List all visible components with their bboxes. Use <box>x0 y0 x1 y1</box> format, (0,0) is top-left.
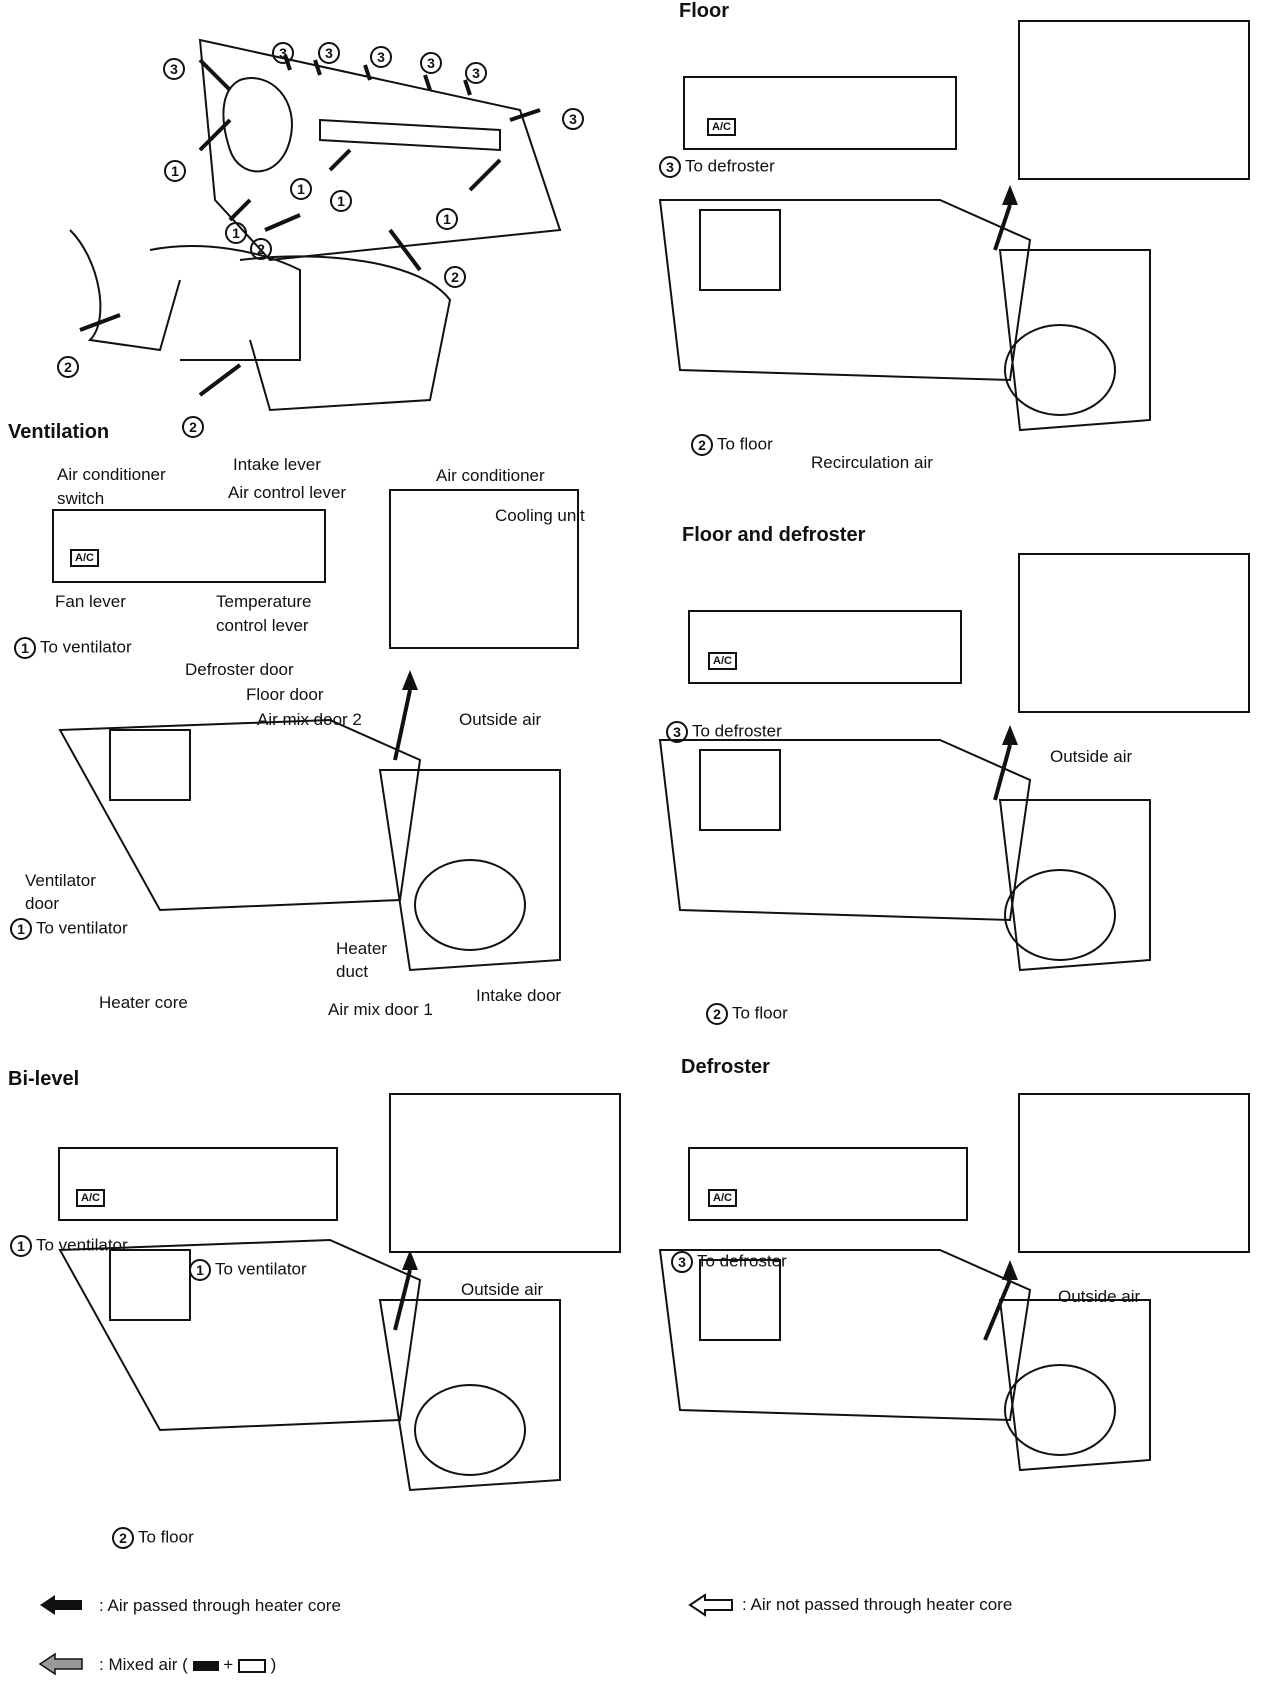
control-panel-floor: A/C <box>683 76 957 150</box>
legend-not-passed: : Air not passed through heater core <box>742 1595 1013 1614</box>
overview-label-3: 3 <box>272 42 298 64</box>
control-panel-floor-defroster: A/C <box>688 610 962 684</box>
overview-label-1: 1 <box>225 222 251 244</box>
legend-mixed: : Mixed air ( + ) <box>99 1655 277 1674</box>
label-outside-air: Outside air <box>1050 747 1133 766</box>
cooling-unit-box-floor-defroster <box>1018 553 1250 713</box>
overview-label-1: 1 <box>436 208 462 230</box>
cooling-unit-box-defroster <box>1018 1093 1250 1253</box>
cooling-unit-box-bi-level <box>389 1093 621 1253</box>
label-heater-core: Heater core <box>99 993 188 1012</box>
label-air-conditioner: Air conditioner <box>436 466 545 485</box>
overview-label-3: 3 <box>370 46 396 68</box>
label-air-mix-door-2: Air mix door 2 <box>257 710 362 729</box>
label-temp-lever-1: Temperature <box>216 592 312 611</box>
heading-defroster: Defroster <box>681 1056 770 1078</box>
overview-label-2: 2 <box>57 356 83 378</box>
label-intake-door: Intake door <box>476 986 562 1005</box>
label-intake-lever: Intake lever <box>233 455 321 474</box>
control-panel-ventilation: A/C <box>52 509 326 583</box>
overview-label-3: 3 <box>420 52 446 74</box>
label-cooling-unit: Cooling unit <box>495 506 585 525</box>
label-defroster-door: Defroster door <box>185 660 294 679</box>
heading-ventilation: Ventilation <box>8 421 110 443</box>
overview-label-1: 1 <box>164 160 190 182</box>
label-fan-lever: Fan lever <box>55 592 126 611</box>
ac-switch[interactable]: A/C <box>708 652 737 670</box>
ac-switch[interactable]: A/C <box>70 549 99 567</box>
overview-label-1: 1 <box>330 190 356 212</box>
label-heater-duct-2: duct <box>336 962 369 981</box>
overview-label-3: 3 <box>562 108 588 130</box>
overview-label-2: 2 <box>250 238 276 260</box>
cooling-unit-box-floor <box>1018 20 1250 180</box>
label-ventilator-door-2: door <box>25 894 60 913</box>
overview-label-3: 3 <box>465 62 491 84</box>
heading-floor: Floor <box>679 0 729 22</box>
label-temp-lever-2: control lever <box>216 616 309 635</box>
label-outside-air: Outside air <box>1058 1287 1141 1306</box>
label-outside-air: Outside air <box>459 710 542 729</box>
label-heater-duct-1: Heater <box>336 939 388 958</box>
ac-switch[interactable]: A/C <box>708 1189 737 1207</box>
overview-label-1: 1 <box>290 178 316 200</box>
overview-label-2: 2 <box>444 266 470 288</box>
cooling-unit-box-ventilation <box>389 489 579 649</box>
label-ac-switch-1: Air conditioner <box>57 465 166 484</box>
control-panel-defroster: A/C <box>688 1147 968 1221</box>
overview-label-3: 3 <box>318 42 344 64</box>
heading-bi-level: Bi-level <box>8 1068 80 1090</box>
overview-label-3: 3 <box>163 58 189 80</box>
ac-switch[interactable]: A/C <box>707 118 736 136</box>
label-outside-air: Outside air <box>461 1280 544 1299</box>
label-floor-door: Floor door <box>246 685 324 704</box>
control-panel-bi-level: A/C <box>58 1147 338 1221</box>
legend-passed: : Air passed through heater core <box>99 1596 341 1615</box>
label-ac-switch-2: switch <box>57 489 105 508</box>
ac-switch[interactable]: A/C <box>76 1189 105 1207</box>
heading-floor-defroster: Floor and defroster <box>682 524 866 546</box>
label-air-control-lever: Air control lever <box>228 483 347 502</box>
label-air-mix-door-1: Air mix door 1 <box>328 1000 433 1019</box>
overview-label-2: 2 <box>182 416 208 438</box>
label-ventilator-door-1: Ventilator <box>25 871 96 890</box>
label-recirculation-air: Recirculation air <box>811 453 933 472</box>
